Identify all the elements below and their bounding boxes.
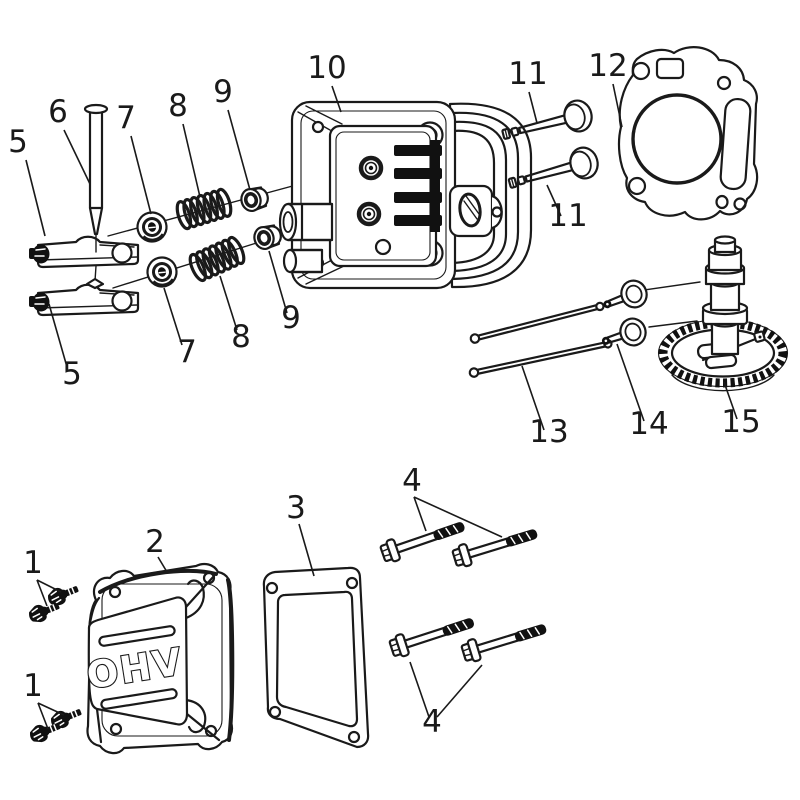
gasket-hole-top-left <box>631 61 651 81</box>
label-leader-line <box>130 135 152 215</box>
part-label-4: 4 <box>402 463 422 499</box>
part-cover-bolt-1a <box>44 579 82 610</box>
part-push-rod-top <box>469 301 605 344</box>
part-label-7: 7 <box>177 334 197 370</box>
part-label-14: 14 <box>629 406 668 442</box>
part-rocker-arm-bottom <box>27 283 140 317</box>
part-label-5: 5 <box>8 124 28 160</box>
label-leader-line <box>182 123 201 198</box>
part-spring-retainer-top <box>132 207 172 247</box>
part-rocker-arm-top <box>27 235 140 269</box>
label-leader-line <box>612 83 623 128</box>
head-valve-seat-intake <box>358 155 384 181</box>
part-label-5: 5 <box>62 356 82 392</box>
label-leader-line <box>331 85 342 113</box>
head-spark-plug-boss <box>278 202 334 242</box>
label-leader-line <box>157 556 168 573</box>
label-leader-line <box>413 496 503 538</box>
label-leader-line <box>37 702 49 730</box>
part-spring-retainer-bottom <box>142 252 182 292</box>
gasket-pushrod-slot <box>719 97 752 191</box>
label-leader-line <box>546 184 562 217</box>
part-tappet-top <box>597 275 652 320</box>
head-port-flange <box>448 184 503 238</box>
part-label-11: 11 <box>508 56 547 92</box>
label-leader-line <box>298 523 315 577</box>
part-label-12: 12 <box>588 48 627 84</box>
label-leader-line <box>36 579 62 593</box>
label-leader-line <box>436 664 483 718</box>
label-leader-line <box>25 159 46 237</box>
label-leader-line <box>227 109 251 191</box>
part-head-gasket <box>617 46 759 221</box>
cam-nose-journal <box>713 235 737 245</box>
part-label-10: 10 <box>307 50 346 86</box>
part-push-rod-bottom <box>468 339 613 378</box>
label-leader-line <box>521 365 545 431</box>
label-leader-line <box>163 287 183 346</box>
part-valve-cap-top <box>237 183 273 215</box>
label-leader-line <box>409 661 430 718</box>
label-leader-line <box>219 275 238 331</box>
part-label-8: 8 <box>168 88 188 124</box>
label-leader-line <box>268 250 288 314</box>
part-valve-spring-top <box>172 186 236 232</box>
label-leader-line <box>36 579 48 607</box>
part-valve-cap-bottom <box>250 221 286 253</box>
part-label-9: 9 <box>281 300 301 336</box>
part-label-4: 4 <box>422 704 442 740</box>
part-label-13: 13 <box>529 414 568 450</box>
part-label-3: 3 <box>286 490 306 526</box>
label-leader-line <box>63 129 91 185</box>
part-label-7: 7 <box>116 100 136 136</box>
part-label-8: 8 <box>231 319 251 355</box>
part-valve-spring-bottom <box>185 233 249 285</box>
gasket-hole-rect <box>655 57 685 80</box>
part-label-11: 11 <box>548 198 587 234</box>
head-lower-boss <box>282 248 324 274</box>
part-pivot-stud <box>83 103 109 290</box>
label-leader-line <box>528 91 538 124</box>
part-label-1: 1 <box>23 668 43 704</box>
part-cover-gasket <box>262 566 370 749</box>
part-camshaft <box>657 235 789 392</box>
part-valve-cover: OHV <box>83 562 235 755</box>
gasket-bore <box>631 93 723 185</box>
part-cylinder-head <box>278 100 533 290</box>
label-leader-line <box>723 381 738 420</box>
label-leader-line <box>413 496 427 532</box>
label-leader-line <box>37 702 65 716</box>
part-label-9: 9 <box>213 74 233 110</box>
label-leader-line <box>616 343 645 422</box>
part-label-1: 1 <box>23 545 43 581</box>
part-head-bolt-4b <box>450 521 542 571</box>
part-label-6: 6 <box>48 94 68 130</box>
label-leader-line <box>48 303 68 368</box>
part-label-15: 15 <box>721 404 760 440</box>
head-valve-seat-exhaust <box>356 201 382 227</box>
part-label-2: 2 <box>145 524 165 560</box>
part-tappet-bottom <box>596 314 651 356</box>
